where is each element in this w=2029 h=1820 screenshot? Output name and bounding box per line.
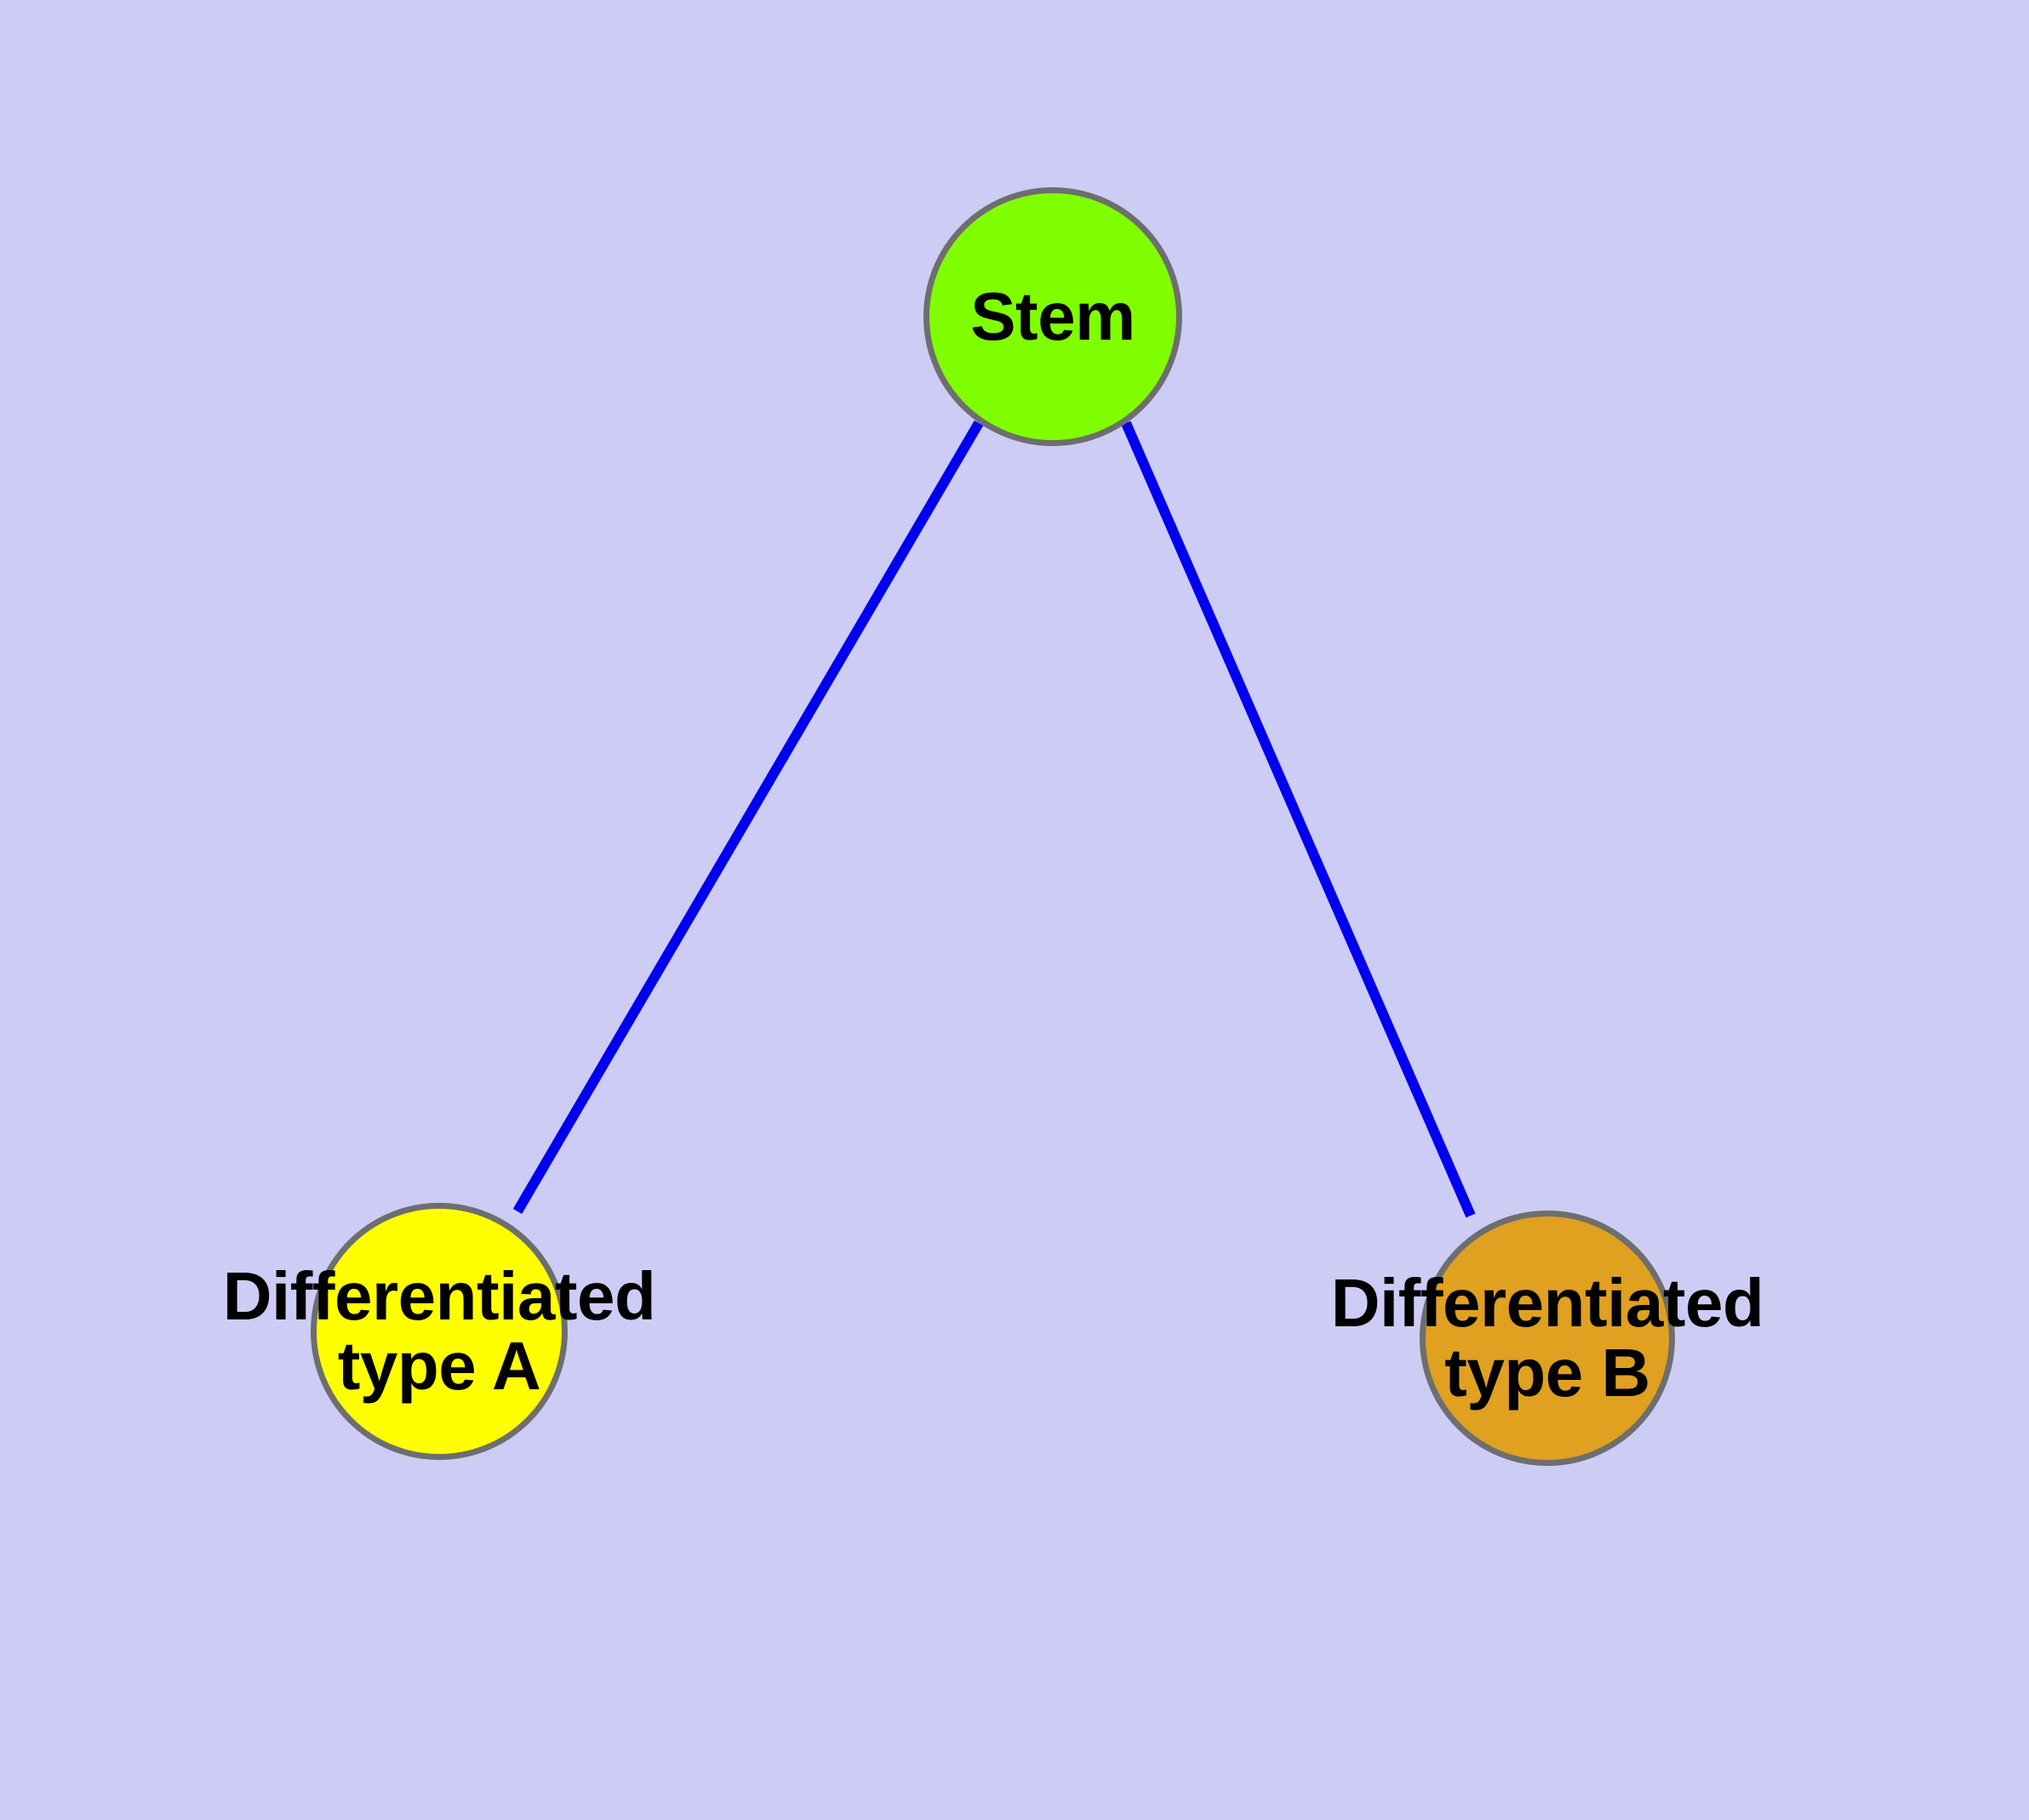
node-differentiated-type-b[interactable] bbox=[1420, 1210, 1675, 1466]
edge-stem-to-differentiated-type-b bbox=[1121, 421, 1476, 1218]
node-differentiated-type-a[interactable] bbox=[311, 1203, 568, 1460]
edge-stem-to-differentiated-type-a bbox=[512, 420, 984, 1215]
node-stem[interactable] bbox=[923, 187, 1182, 446]
